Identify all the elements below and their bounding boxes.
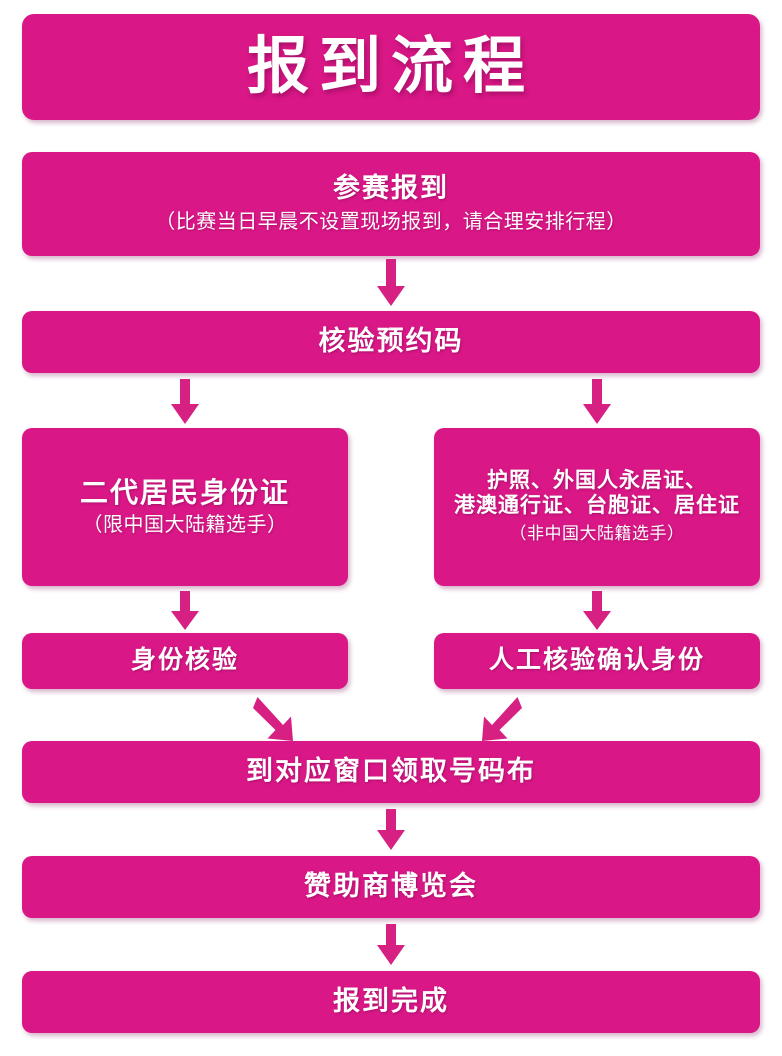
step-box-manual-verification: 人工核验确认身份 [434, 633, 760, 689]
step-box-sponsor-expo: 赞助商博览会 [22, 856, 760, 918]
flowchart-title-box: 报到流程 [22, 14, 760, 120]
step-box-sponsor-expo-title: 赞助商博览会 [304, 871, 478, 902]
step-box-bib-pickup-title: 到对应窗口领取号码布 [246, 756, 536, 787]
step-box-registration-complete: 报到完成 [22, 971, 760, 1033]
flowchart-title-text: 报到流程 [246, 32, 535, 102]
step-box-id-card-note: （限中国大陆籍选手） [82, 514, 288, 537]
arrow-down-step1-to-step2 [376, 259, 406, 307]
arrow-down-bib-pickup-to-expo [376, 809, 406, 851]
step-box-manual-verification-title: 人工核验确认身份 [488, 646, 705, 675]
step-box-identity-verification-title: 身份核验 [130, 646, 239, 675]
arrow-diagonal-down-left-to-bib-pickup [474, 697, 522, 743]
step-box-registration-note: （比赛当日早晨不设置现场报到，请合理安排行程） [155, 210, 627, 233]
step-box-other-documents-line2: 港澳通行证、台胞证、居住证 [454, 493, 740, 517]
arrow-down-branch-left-to-verify-left [170, 591, 200, 631]
arrow-down-expo-to-complete [376, 924, 406, 966]
step-box-registration-complete-title: 报到完成 [333, 986, 449, 1017]
step-box-other-documents: 护照、外国人永居证、 港澳通行证、台胞证、居住证 （非中国大陆籍选手） [434, 428, 760, 586]
step-box-identity-verification: 身份核验 [22, 633, 348, 689]
step-box-verify-code-title: 核验预约码 [318, 326, 464, 357]
step-box-registration-title: 参赛报到 [333, 173, 449, 204]
step-box-id-card: 二代居民身份证 （限中国大陆籍选手） [22, 428, 348, 586]
step-box-bib-pickup: 到对应窗口领取号码布 [22, 741, 760, 803]
arrow-diagonal-down-right-to-bib-pickup [252, 697, 300, 743]
arrow-down-step2-to-branch-left [170, 379, 200, 425]
step-box-verify-code: 核验预约码 [22, 311, 760, 373]
arrow-down-branch-right-to-verify-right [582, 591, 612, 631]
arrow-down-step2-to-branch-right [582, 379, 612, 425]
step-box-id-card-title: 二代居民身份证 [79, 476, 290, 508]
step-box-registration: 参赛报到 （比赛当日早晨不设置现场报到，请合理安排行程） [22, 152, 760, 256]
step-box-other-documents-note: （非中国大陆籍选手） [509, 523, 685, 543]
step-box-other-documents-line1: 护照、外国人永居证、 [487, 469, 707, 493]
